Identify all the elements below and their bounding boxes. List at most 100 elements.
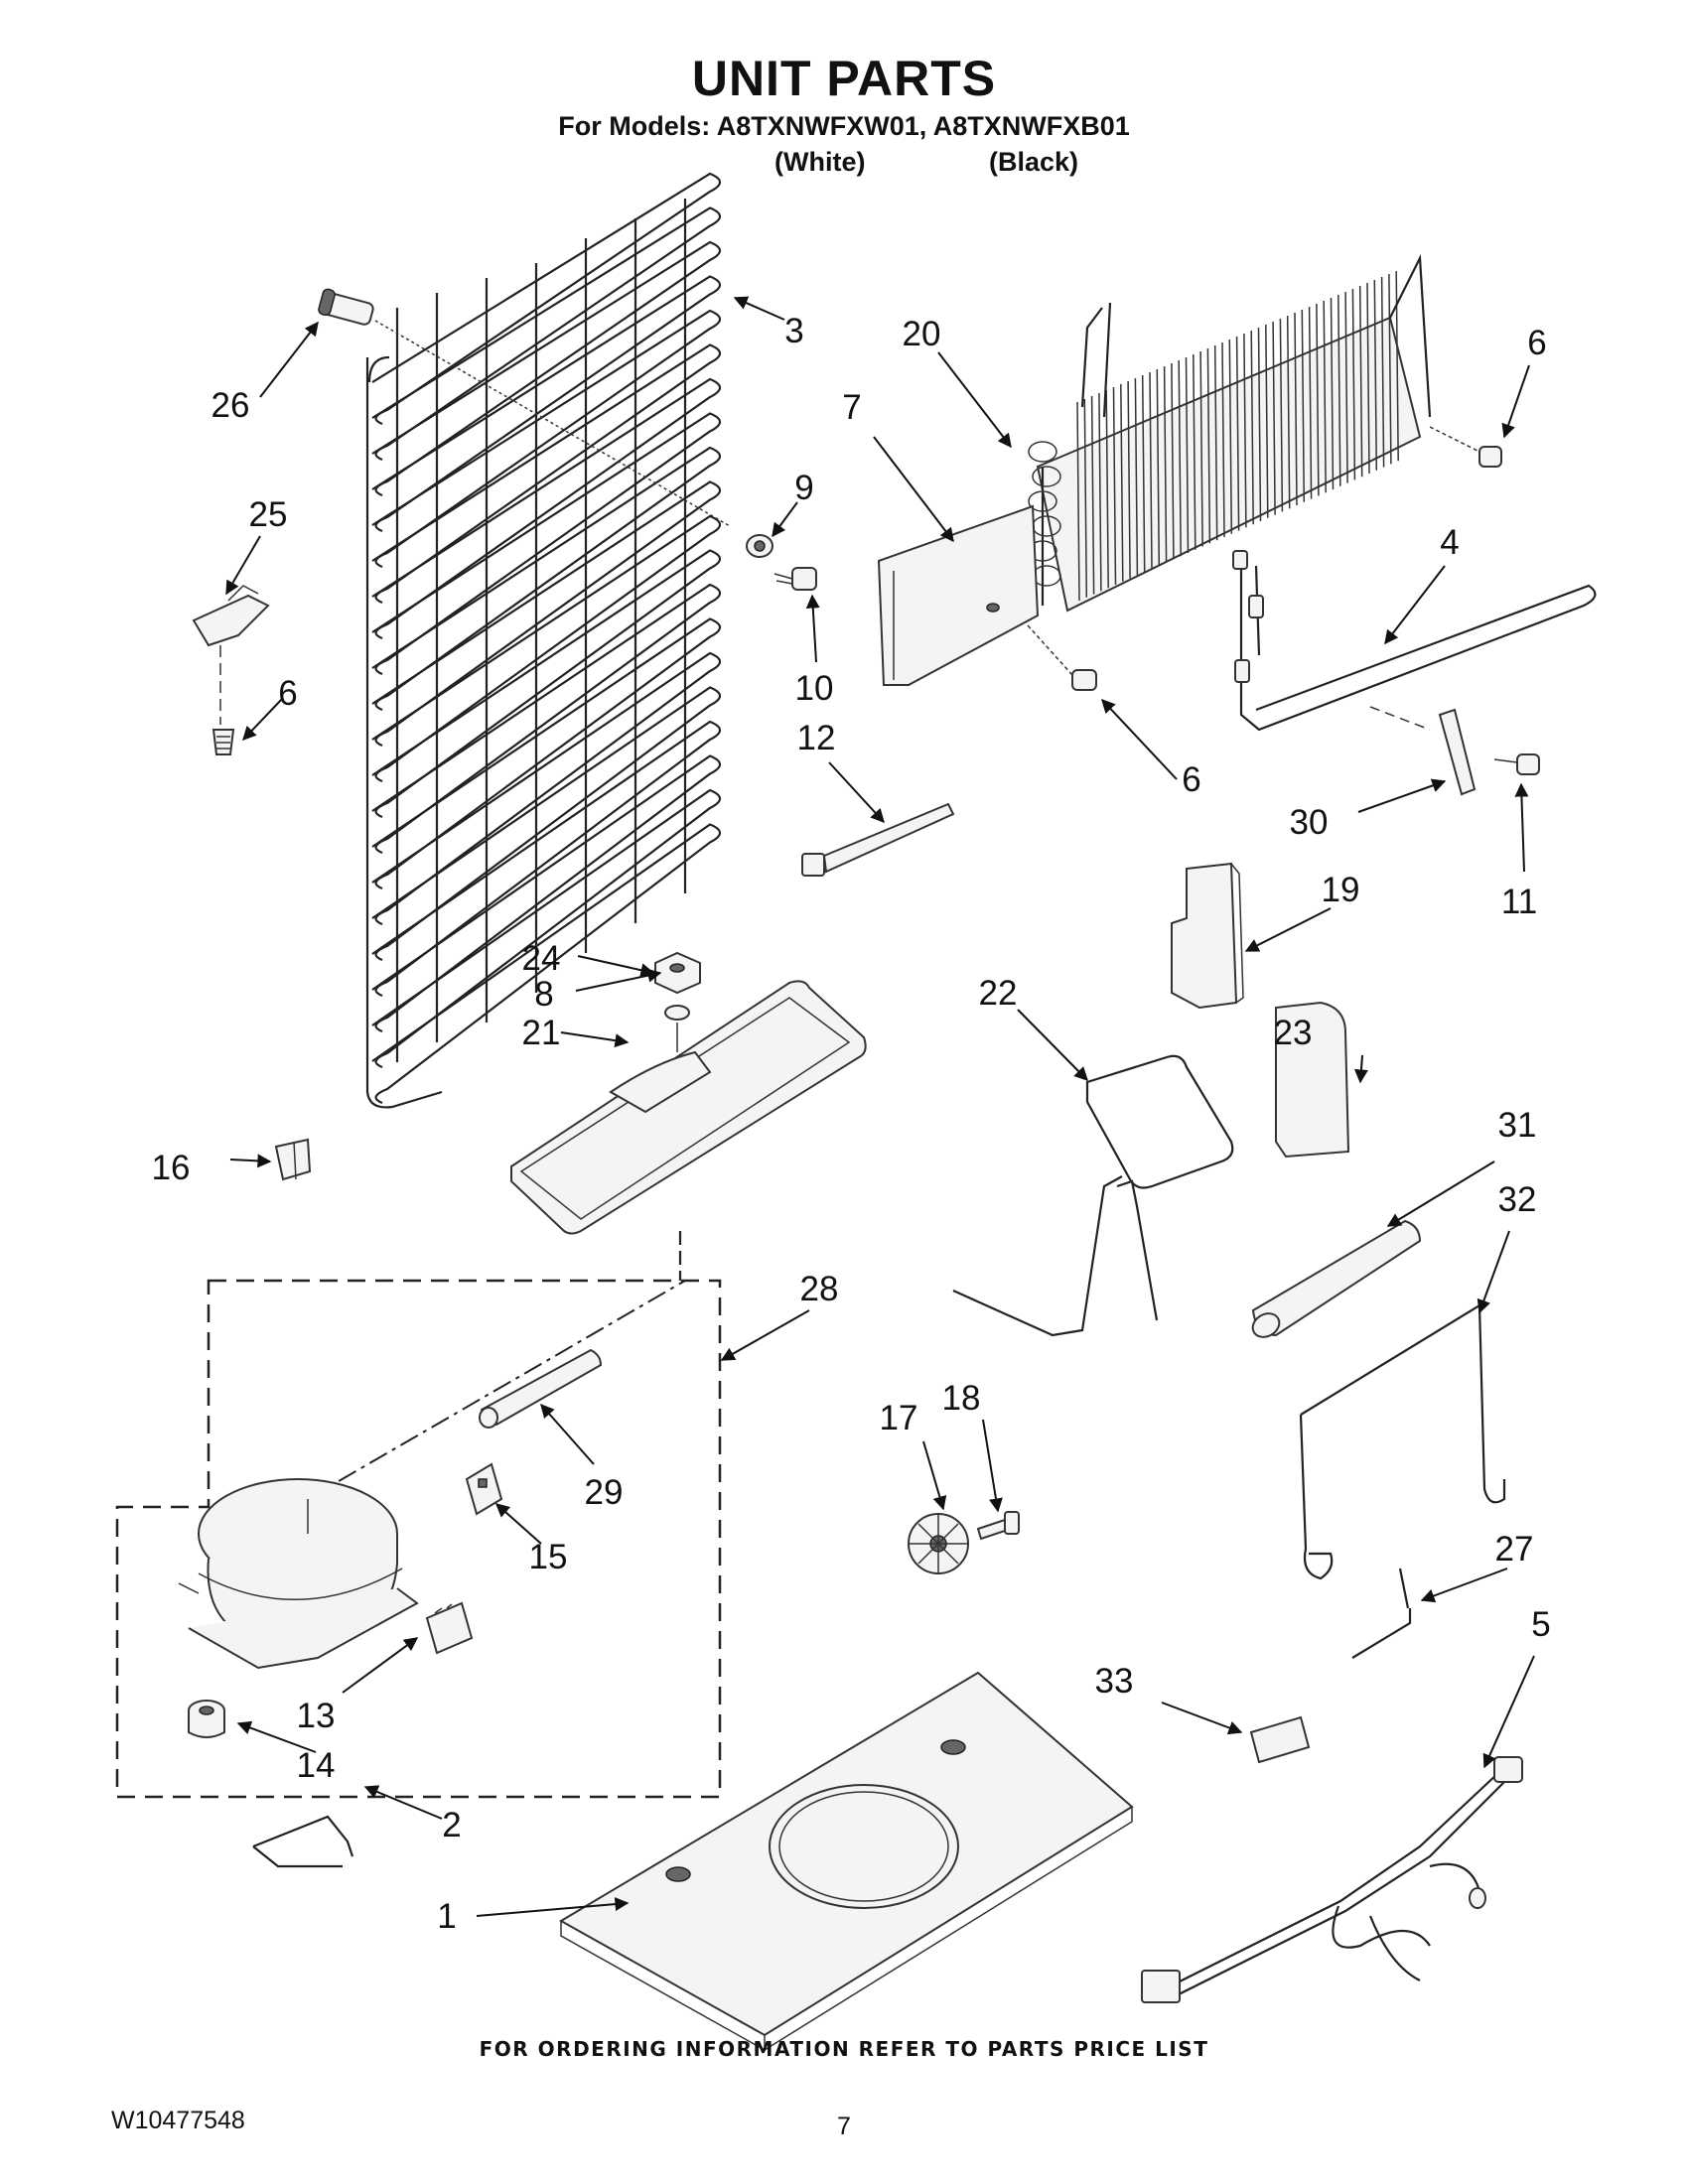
callout-label-22: 22 (979, 974, 1018, 1013)
callout-label-26: 26 (211, 386, 250, 425)
callout-label-2: 2 (442, 1806, 461, 1844)
callout-label-3: 3 (784, 312, 803, 350)
callout-label-6: 6 (1182, 760, 1200, 799)
filter-part-29 (479, 1348, 603, 1429)
tube-part-32 (1299, 1303, 1506, 1580)
clip-part-2 (252, 1815, 354, 1868)
grommet-part-26 (318, 288, 731, 527)
page-title: UNIT PARTS (691, 51, 997, 106)
callout-leader-10 (805, 594, 820, 663)
callout-label-24: 24 (522, 939, 561, 978)
model-subtitle: For Models: A8TXNWFXW01, A8TXNWFXB01 (558, 111, 1130, 141)
callout-label-12: 12 (797, 719, 836, 757)
clip-part-30 (1438, 708, 1477, 796)
callout-leader-8 (575, 968, 662, 992)
callout-leader-29 (540, 1403, 595, 1465)
callout-leader-26 (259, 321, 319, 398)
fan-part-17 (908, 1513, 969, 1574)
callout-leader-23 (1353, 1054, 1368, 1084)
foam-insulation-part-19 (1171, 862, 1244, 1010)
callout-label-10: 10 (795, 669, 834, 708)
callout-leader-5 (1482, 1655, 1535, 1769)
tube-part-27 (1351, 1568, 1412, 1659)
callout-label-23: 23 (1274, 1014, 1313, 1052)
callout-label-11: 11 (1501, 883, 1537, 921)
callout-label-4: 4 (1440, 523, 1459, 562)
callout-leader-7 (873, 436, 954, 543)
callout-leader-4 (1384, 565, 1446, 645)
callout-label-33: 33 (1095, 1662, 1134, 1701)
callout-label-32: 32 (1498, 1180, 1537, 1219)
drain-pan-part-21 (510, 980, 867, 1281)
callout-leader-15 (494, 1503, 542, 1545)
overload-part-13 (425, 1601, 474, 1655)
screw-part-6-top-right (1429, 426, 1502, 468)
callout-label-5: 5 (1531, 1605, 1550, 1644)
wiring-harness-part-5 (1141, 1756, 1523, 2003)
filter-drier-part-31 (1251, 1219, 1422, 1338)
callout-label-30: 30 (1290, 803, 1329, 842)
callout-leader-1 (476, 1897, 630, 1917)
grommet-part-14 (188, 1700, 225, 1738)
callout-leader-17 (922, 1440, 947, 1511)
callout-leader-6 (242, 697, 284, 742)
callout-label-14: 14 (297, 1746, 336, 1785)
ordering-note: FOR ORDERING INFORMATION REFER TO PARTS … (479, 2037, 1209, 2061)
callout-label-31: 31 (1498, 1106, 1537, 1145)
callout-label-20: 20 (903, 315, 941, 353)
callout-label-29: 29 (585, 1473, 624, 1512)
callout-leader-11 (1514, 782, 1529, 873)
callout-label-27: 27 (1495, 1530, 1534, 1569)
foam-block-part-23 (1275, 1001, 1350, 1159)
callout-label-21: 21 (522, 1014, 561, 1052)
callout-label-28: 28 (800, 1270, 839, 1308)
nut-part-24 (654, 951, 701, 995)
tubing-part-22 (952, 1054, 1234, 1337)
defrost-heater-part-4 (1232, 550, 1597, 732)
callout-leader-21 (560, 1031, 630, 1048)
callout-leader-14 (236, 1720, 317, 1753)
relay-part-15 (465, 1462, 503, 1516)
callout-label-19: 19 (1322, 871, 1360, 909)
callout-label-1: 1 (437, 1897, 456, 1936)
callout-label-25: 25 (249, 495, 288, 534)
clip-part-16 (274, 1138, 312, 1181)
callout-leader-9 (772, 501, 798, 538)
callout-label-18: 18 (942, 1379, 981, 1418)
variant-white-label: (White) (774, 147, 866, 177)
screw-part-10 (774, 567, 817, 591)
clip-bracket-part-25 (192, 585, 270, 725)
callout-label-7: 7 (842, 388, 861, 427)
callout-leader-22 (1017, 1009, 1088, 1081)
callout-leader-24 (577, 955, 655, 978)
callout-leader-6 (1101, 698, 1178, 780)
screw-part-11 (1493, 753, 1540, 775)
callout-leader-13 (342, 1637, 419, 1694)
screw-part-6-evaporator (1027, 624, 1097, 691)
callout-leader-20 (937, 351, 1012, 449)
washer-part-8 (664, 1005, 690, 1021)
evaporator-part-20 (1028, 253, 1432, 613)
callout-label-13: 13 (297, 1697, 336, 1735)
callout-label-16: 16 (152, 1149, 191, 1187)
base-tray-part-1 (559, 1671, 1134, 2052)
compressor (178, 1478, 419, 1670)
document-number: W10477548 (111, 2107, 245, 2134)
callout-leader-30 (1357, 778, 1447, 813)
callout-label-9: 9 (794, 469, 813, 507)
callout-leader-25 (225, 535, 261, 596)
callout-leader-6 (1501, 364, 1530, 439)
cable-tie-part-12 (801, 802, 955, 877)
compressor-assembly-box-part-28 (115, 1279, 722, 1799)
callout-leader-2 (363, 1785, 443, 1820)
screw-part-18 (976, 1511, 1020, 1541)
condenser-coil-part (365, 172, 722, 1109)
evaporator-bracket-part-7 (877, 504, 1040, 686)
page-number: 7 (837, 2113, 851, 2140)
callout-label-8: 8 (534, 975, 553, 1014)
variant-black-label: (Black) (989, 147, 1079, 177)
callout-label-6: 6 (278, 674, 297, 713)
callout-leader-3 (733, 296, 785, 321)
callout-label-6: 6 (1527, 324, 1546, 362)
